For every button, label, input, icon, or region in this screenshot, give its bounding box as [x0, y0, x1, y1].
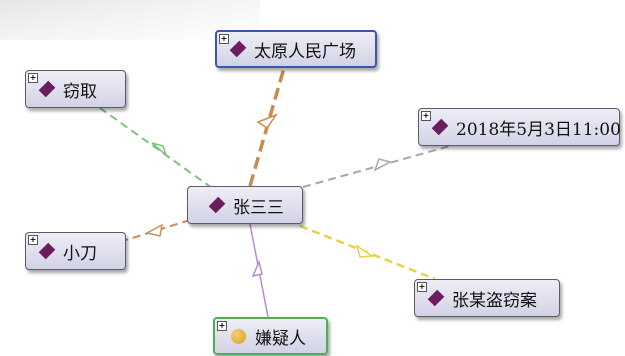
diamond-icon — [38, 242, 56, 260]
expand-icon[interactable]: + — [28, 235, 38, 245]
arrowhead-suspect — [251, 259, 263, 278]
arrowhead-taiyuan — [256, 113, 279, 130]
expand-icon[interactable]: + — [421, 111, 431, 121]
node-date[interactable]: + 2018年5月3日11:00 — [418, 108, 621, 146]
node-label: 窃取 — [63, 81, 97, 102]
node-label: 小刀 — [63, 243, 97, 264]
diamond-icon — [431, 118, 449, 136]
edge-zhang-qieqv — [99, 107, 213, 189]
expand-icon[interactable]: + — [219, 34, 229, 44]
node-knife[interactable]: + 小刀 — [25, 232, 126, 270]
node-suspect[interactable]: + 嫌疑人 — [213, 317, 328, 355]
diamond-icon — [208, 196, 226, 214]
arrowhead-date — [373, 158, 393, 172]
arrowhead-case — [355, 244, 375, 258]
arrowhead-qieqv — [151, 142, 168, 158]
expand-icon[interactable]: + — [417, 282, 427, 292]
expand-icon[interactable]: + — [217, 321, 227, 331]
node-label: 2018年5月3日11:00 — [456, 119, 621, 140]
node-label: 嫌疑人 — [255, 328, 306, 349]
node-qieqv[interactable]: + 窃取 — [25, 70, 126, 108]
node-label: 张三三 — [233, 197, 284, 218]
node-label: 张某盗窃案 — [452, 290, 537, 311]
diamond-icon — [427, 289, 445, 307]
node-label: 太原人民广场 — [254, 41, 356, 62]
arrowhead-knife — [144, 223, 164, 237]
node-zhang[interactable]: 张三三 — [187, 186, 303, 224]
class-dot-icon — [231, 328, 246, 344]
diamond-icon — [229, 40, 247, 58]
node-case[interactable]: + 张某盗窃案 — [414, 279, 560, 317]
expand-icon[interactable]: + — [28, 73, 38, 83]
node-taiyuan[interactable]: + 太原人民广场 — [215, 30, 377, 68]
diamond-icon — [38, 80, 56, 98]
